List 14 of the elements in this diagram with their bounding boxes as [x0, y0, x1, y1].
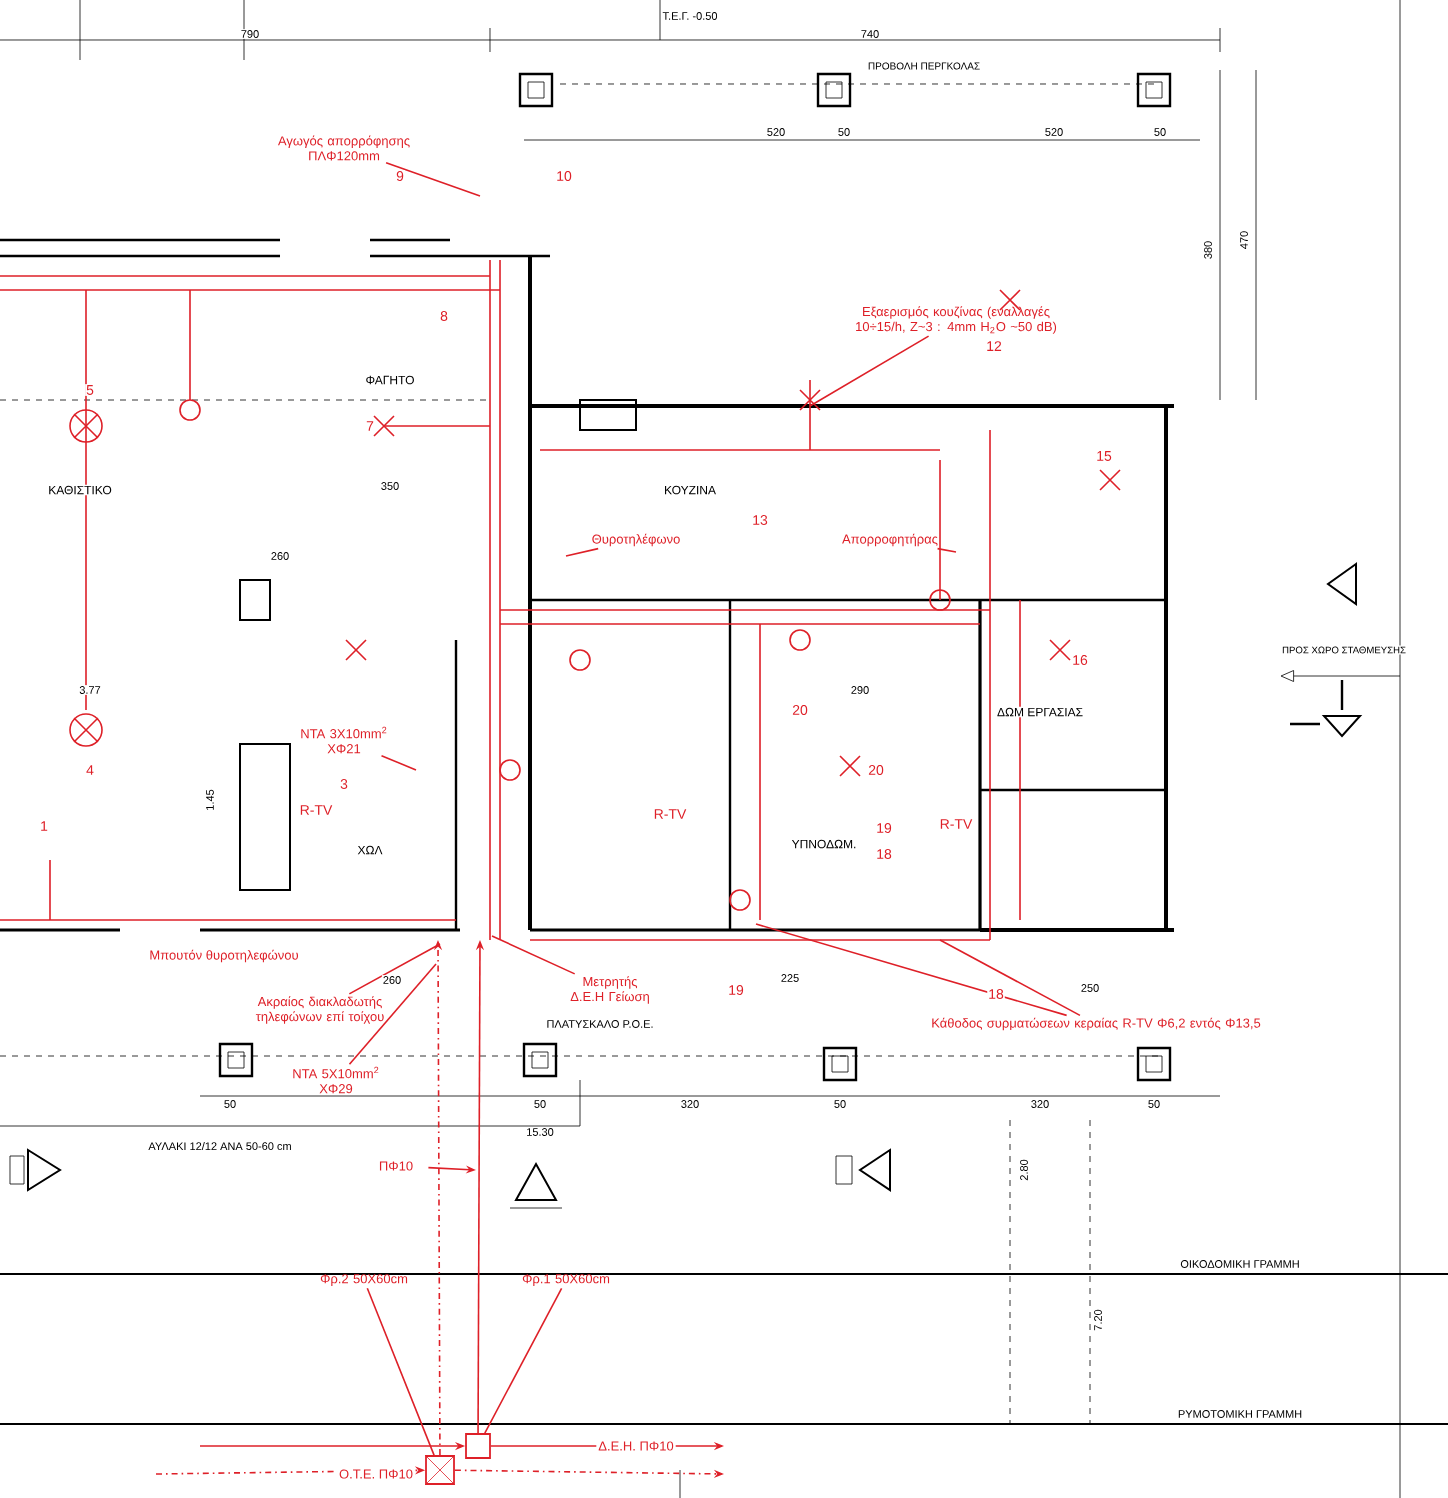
leader-line	[809, 335, 930, 407]
leader-line	[491, 935, 576, 975]
leader-line	[380, 754, 417, 771]
leader-line	[348, 963, 437, 1066]
pit-box	[424, 1454, 456, 1486]
leader-line	[755, 923, 1068, 1017]
pit-box	[465, 1433, 491, 1459]
leader-line	[366, 1287, 435, 1456]
leader-line	[565, 547, 599, 557]
leader-line	[348, 943, 441, 995]
leader-line	[385, 162, 481, 197]
leader-line	[936, 547, 957, 553]
leader-line	[939, 939, 1081, 1017]
leader-line	[484, 1287, 563, 1434]
